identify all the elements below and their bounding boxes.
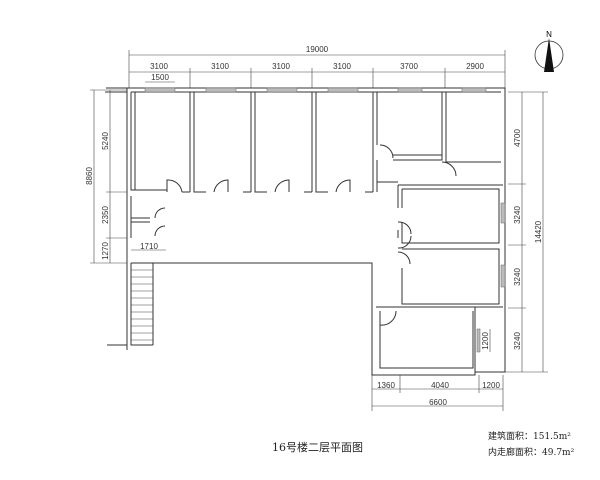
north-arrow-icon: N (534, 30, 564, 72)
walls (105, 87, 506, 376)
dim-left: 5240 (101, 132, 110, 150)
dim-bay: 3100 (211, 62, 229, 71)
dim-left: 2350 (101, 206, 110, 224)
windows (144, 87, 506, 353)
doors (154, 144, 457, 326)
dim-bay: 3700 (400, 62, 418, 71)
dim-right: 3240 (513, 268, 522, 286)
dim-left-small: 1710 (140, 242, 158, 251)
dim-bottom: 1360 (377, 381, 395, 390)
dim-left: 1270 (101, 242, 110, 260)
dim-bay: 3100 (333, 62, 351, 71)
dim-bay: 3100 (150, 62, 168, 71)
dim-right: 4700 (513, 129, 522, 147)
north-label: N (546, 30, 552, 39)
drawing-title: 16号楼二层平面图 (272, 441, 363, 454)
dim-right-total: 14420 (534, 220, 543, 243)
corridor-area: 内走廊面积：49.7m² (488, 448, 575, 458)
dim-left-total: 8860 (85, 167, 94, 185)
dim-total-width: 19000 (306, 45, 329, 54)
dim-bay: 3100 (272, 62, 290, 71)
dimension-lines (90, 50, 548, 411)
building-area: 建筑面积：151.5m² (488, 432, 571, 442)
dim-right: 3240 (513, 206, 522, 224)
dim-side-window: 1200 (481, 332, 490, 350)
dim-bottom: 4040 (431, 381, 449, 390)
dim-bay: 2900 (466, 62, 484, 71)
dim-bottom-total: 6600 (429, 398, 447, 407)
dim-bottom: 1200 (482, 381, 500, 390)
staircase (131, 269, 153, 341)
dim-window: 1500 (151, 73, 169, 82)
dim-right: 3240 (513, 332, 522, 350)
